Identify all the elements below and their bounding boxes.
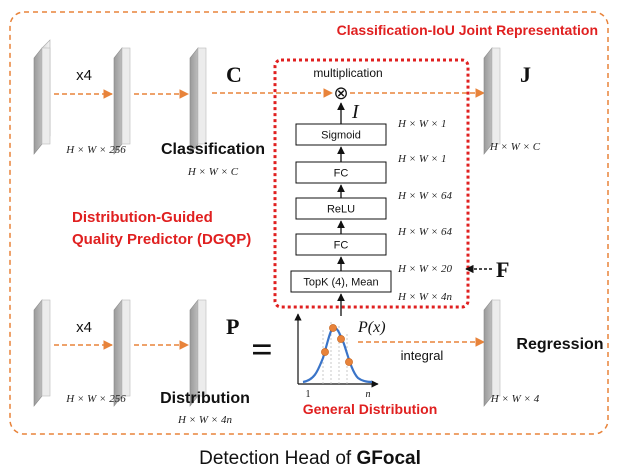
label-p: P (226, 314, 239, 339)
stack-box-relu: ReLU (295, 197, 387, 220)
svg-text:FC: FC (334, 168, 349, 180)
top-feature-slab-1 (33, 39, 51, 155)
bottom-multiplier: x4 (76, 319, 92, 336)
svg-text:TopK (4), Mean: TopK (4), Mean (303, 277, 378, 289)
stack-dim-0: H × W × 1 (397, 118, 446, 130)
stack-dim-3: H × W × 64 (397, 226, 452, 238)
top-multiplier: x4 (76, 67, 92, 84)
caption-bold: GFocal (356, 448, 420, 469)
classification-dim: H × W × C (187, 166, 239, 178)
stack-dim-2: H × W × 64 (397, 190, 452, 202)
outer-region-title: Classification-IoU Joint Representation (337, 22, 598, 38)
classification-label: Classification (161, 141, 265, 158)
label-f: F (496, 257, 509, 282)
svg-text:ReLU: ReLU (327, 204, 355, 216)
stack-box-topk-mean: TopK (4), Mean (290, 270, 392, 293)
distribution-dim: H × W × 4n (177, 414, 232, 426)
caption: Detection Head of GFocal (199, 448, 421, 469)
j-dim: H × W × C (489, 141, 541, 153)
dist-point-3 (337, 335, 345, 343)
general-distribution-label: General Distribution (303, 401, 438, 417)
top-feature-slab-2 (113, 47, 131, 155)
stack-box-sigmoid: Sigmoid (295, 123, 387, 146)
stack-dim-5: H × W × 4n (397, 291, 452, 303)
j-slab (483, 47, 501, 155)
axis-end-label: n (366, 389, 371, 400)
dist-point-1 (321, 348, 329, 356)
regression-dim: H × W × 4 (490, 393, 540, 405)
equals-sign: = (251, 329, 273, 371)
caption-prefix: Detection Head of (199, 448, 356, 469)
bottom-features-dim: H × W × 256 (65, 393, 126, 405)
multiplication-label: multiplication (313, 66, 382, 80)
svg-text:Sigmoid: Sigmoid (321, 130, 361, 142)
bottom-feature-slab-1 (33, 299, 51, 407)
stack-box-fc-lower: FC (295, 233, 387, 256)
regression-slab (483, 299, 501, 407)
distribution-curve (302, 326, 373, 384)
stack-dim-4: H × W × 20 (397, 263, 452, 275)
dist-point-4 (345, 358, 353, 366)
distribution-slab (189, 299, 207, 407)
dgqp-title-line1: Distribution-Guided (72, 209, 213, 226)
distribution-plot: 1 n (294, 313, 379, 400)
label-c: C (226, 62, 242, 87)
stack-box-fc-upper: FC (295, 161, 387, 184)
dgqp-border (273, 58, 470, 309)
dist-point-2 (329, 324, 337, 332)
regression-label: Regression (516, 336, 603, 353)
stack-dim-1: H × W × 1 (397, 153, 446, 165)
multiply-symbol: ⊗ (333, 83, 348, 103)
label-j: J (520, 62, 531, 87)
bottom-feature-slab-2 (113, 299, 131, 407)
integral-label: integral (401, 348, 444, 363)
svg-text:FC: FC (334, 240, 349, 252)
axis-start-label: 1 (306, 389, 311, 400)
classification-slab (189, 47, 207, 155)
label-i: I (351, 101, 360, 123)
dgqp-title-line2: Quality Predictor (DGQP) (72, 231, 251, 248)
px-label: P(x) (357, 319, 386, 336)
distribution-label: Distribution (160, 390, 250, 407)
top-features-dim: H × W × 256 (65, 144, 126, 156)
